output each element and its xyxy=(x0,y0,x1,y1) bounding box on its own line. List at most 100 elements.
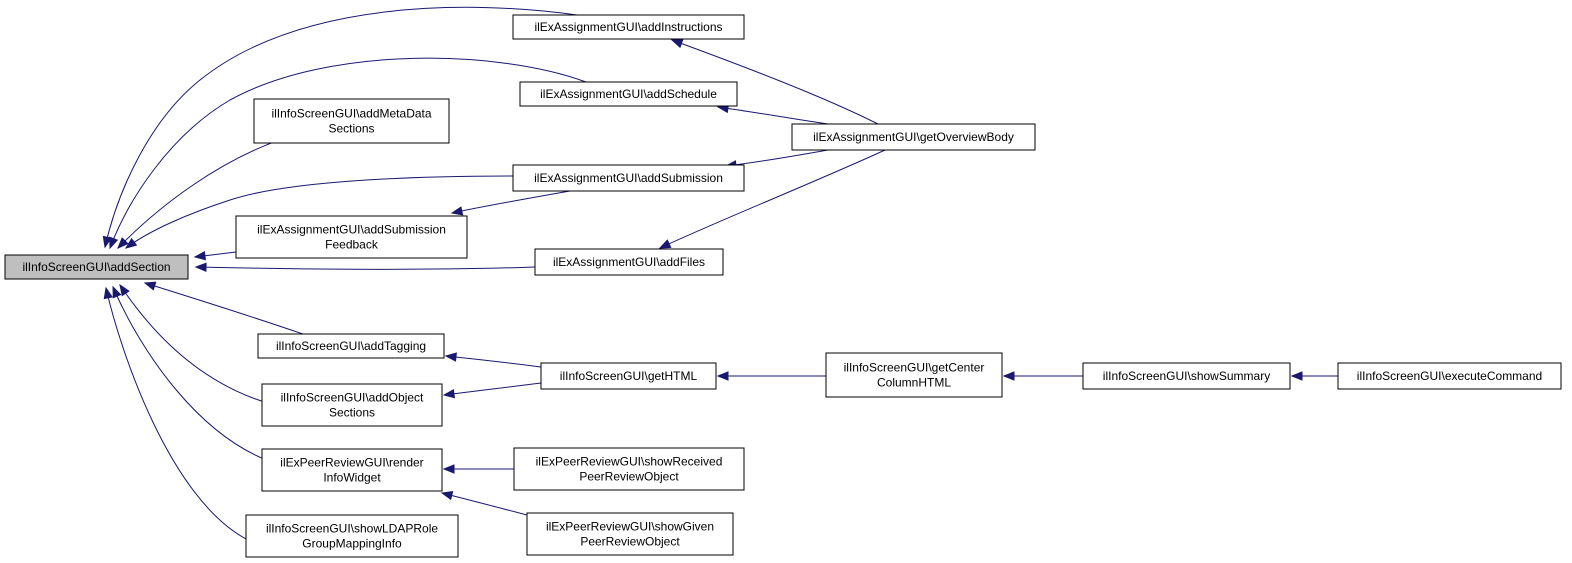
edge-getHTML-to-addTagging xyxy=(444,352,542,368)
node-label: ilExAssignmentGUI\addSchedule xyxy=(540,87,717,101)
node-addInstructions[interactable]: ilExAssignmentGUI\addInstructions xyxy=(512,14,745,40)
node-box xyxy=(534,248,724,276)
node-showSummary[interactable]: ilInfoScreenGUI\showSummary xyxy=(1082,362,1291,390)
edge-line xyxy=(451,190,571,214)
node-executeCommand[interactable]: ilInfoScreenGUI\executeCommand xyxy=(1337,362,1562,390)
node-label: ColumnHTML xyxy=(877,376,951,390)
edge-addSubmission-to-root xyxy=(124,175,514,249)
edge-addMetaData-to-root xyxy=(117,137,286,249)
node-label: ilExPeerReviewGUI\showReceived xyxy=(536,455,723,469)
nodes-layer: ilInfoScreenGUI\addSection ilExAssignment… xyxy=(4,14,1562,558)
edge-showSummary-to-getCenterColumnHTML xyxy=(1002,371,1083,381)
edge-getOverviewBody-to-addFiles xyxy=(658,149,886,249)
edge-showLDAP-to-root xyxy=(103,286,249,541)
node-addSchedule[interactable]: ilExAssignmentGUI\addSchedule xyxy=(519,81,738,107)
edge-addObjectSections-to-root xyxy=(119,283,279,407)
node-box xyxy=(245,514,459,558)
arrowhead xyxy=(103,286,113,300)
edge-showGiven-to-renderInfoWidget xyxy=(440,490,528,516)
edge-addFiles-to-root xyxy=(194,262,536,272)
edge-line xyxy=(125,175,514,249)
node-label: PeerReviewObject xyxy=(580,535,680,549)
edge-line xyxy=(104,6,578,248)
arrowhead xyxy=(1290,371,1303,381)
node-label: ilExAssignmentGUI\addFiles xyxy=(553,255,705,269)
node-label: Sections xyxy=(329,406,375,420)
edge-line xyxy=(445,355,542,368)
node-label: ilInfoScreenGUI\addObject xyxy=(281,391,424,405)
edge-line xyxy=(112,286,279,465)
node-label: ilExAssignmentGUI\addSubmission xyxy=(534,171,723,185)
node-box xyxy=(4,254,189,280)
arrowhead xyxy=(658,239,672,249)
node-label: ilExAssignmentGUI\addInstructions xyxy=(534,20,722,34)
edge-line xyxy=(117,137,286,249)
node-label: ilInfoScreenGUI\getCenter xyxy=(844,361,985,375)
node-addTagging[interactable]: ilInfoScreenGUI\addTagging xyxy=(257,333,445,359)
arrowhead xyxy=(194,262,207,272)
arrowhead xyxy=(112,285,122,299)
node-box xyxy=(540,362,717,390)
node-box xyxy=(253,98,450,144)
node-showReceived[interactable]: ilExPeerReviewGUI\showReceivedPeerReview… xyxy=(513,447,745,491)
arrowhead xyxy=(124,237,138,249)
node-box xyxy=(512,164,745,192)
arrowhead xyxy=(444,352,457,362)
edge-line xyxy=(441,492,528,516)
arrowhead xyxy=(442,464,455,474)
node-label: Feedback xyxy=(325,238,379,252)
edge-line xyxy=(659,149,886,249)
edge-renderInfoWidget-to-root xyxy=(112,285,279,465)
arrowhead xyxy=(119,283,130,297)
node-label: ilInfoScreenGUI\addTagging xyxy=(276,339,426,353)
node-box xyxy=(526,512,734,556)
node-box xyxy=(1082,362,1291,390)
node-label: ilExAssignmentGUI\getOverviewBody xyxy=(813,130,1014,144)
node-label: ilInfoScreenGUI\showLDAPRole xyxy=(266,522,438,536)
node-addSubmission[interactable]: ilExAssignmentGUI\addSubmission xyxy=(512,164,745,192)
arrowhead xyxy=(716,371,729,381)
arrowhead xyxy=(102,235,112,249)
node-label: InfoWidget xyxy=(323,471,381,485)
arrowhead xyxy=(450,206,464,216)
edge-line xyxy=(105,287,249,541)
edge-getOverviewBody-to-addSchedule xyxy=(716,103,829,125)
edge-line xyxy=(671,39,879,125)
edge-getCenterColumnHTML-to-getHTML xyxy=(716,371,826,381)
node-getOverviewBody[interactable]: ilExAssignmentGUI\getOverviewBody xyxy=(791,123,1036,151)
node-box xyxy=(513,447,745,491)
node-root[interactable]: ilInfoScreenGUI\addSection xyxy=(4,254,189,280)
node-label: GroupMappingInfo xyxy=(302,537,402,551)
arrowhead xyxy=(109,236,119,250)
edge-getOverviewBody-to-addInstructions xyxy=(670,39,879,125)
edge-addTagging-to-root xyxy=(143,281,304,335)
edge-line xyxy=(119,284,279,407)
node-addFiles[interactable]: ilExAssignmentGUI\addFiles xyxy=(534,248,724,276)
edge-addInstructions-to-root xyxy=(102,6,578,249)
edge-addSubmission-to-addSubmissionFeedback xyxy=(450,190,571,216)
node-showGiven[interactable]: ilExPeerReviewGUI\showGivenPeerReviewObj… xyxy=(526,512,734,556)
node-getHTML[interactable]: ilInfoScreenGUI\getHTML xyxy=(540,362,717,390)
arrowhead xyxy=(117,237,129,249)
node-showLDAP[interactable]: ilInfoScreenGUI\showLDAPRoleGroupMapping… xyxy=(245,514,459,558)
edge-line xyxy=(144,282,304,335)
arrowhead xyxy=(442,388,456,399)
node-label: ilInfoScreenGUI\addMetaData xyxy=(271,107,431,121)
edge-line xyxy=(109,57,587,249)
arrowhead xyxy=(440,490,454,501)
edge-addSchedule-to-root xyxy=(109,57,587,250)
node-box xyxy=(261,383,443,427)
node-label: PeerReviewObject xyxy=(579,470,679,484)
node-label: ilInfoScreenGUI\showSummary xyxy=(1103,369,1270,383)
node-label: ilInfoScreenGUI\getHTML xyxy=(560,369,698,383)
edge-line xyxy=(443,382,542,396)
edge-line xyxy=(725,149,829,167)
node-box xyxy=(825,352,1003,398)
node-label: ilExPeerReviewGUI\showGiven xyxy=(546,520,714,534)
node-box xyxy=(235,215,468,259)
